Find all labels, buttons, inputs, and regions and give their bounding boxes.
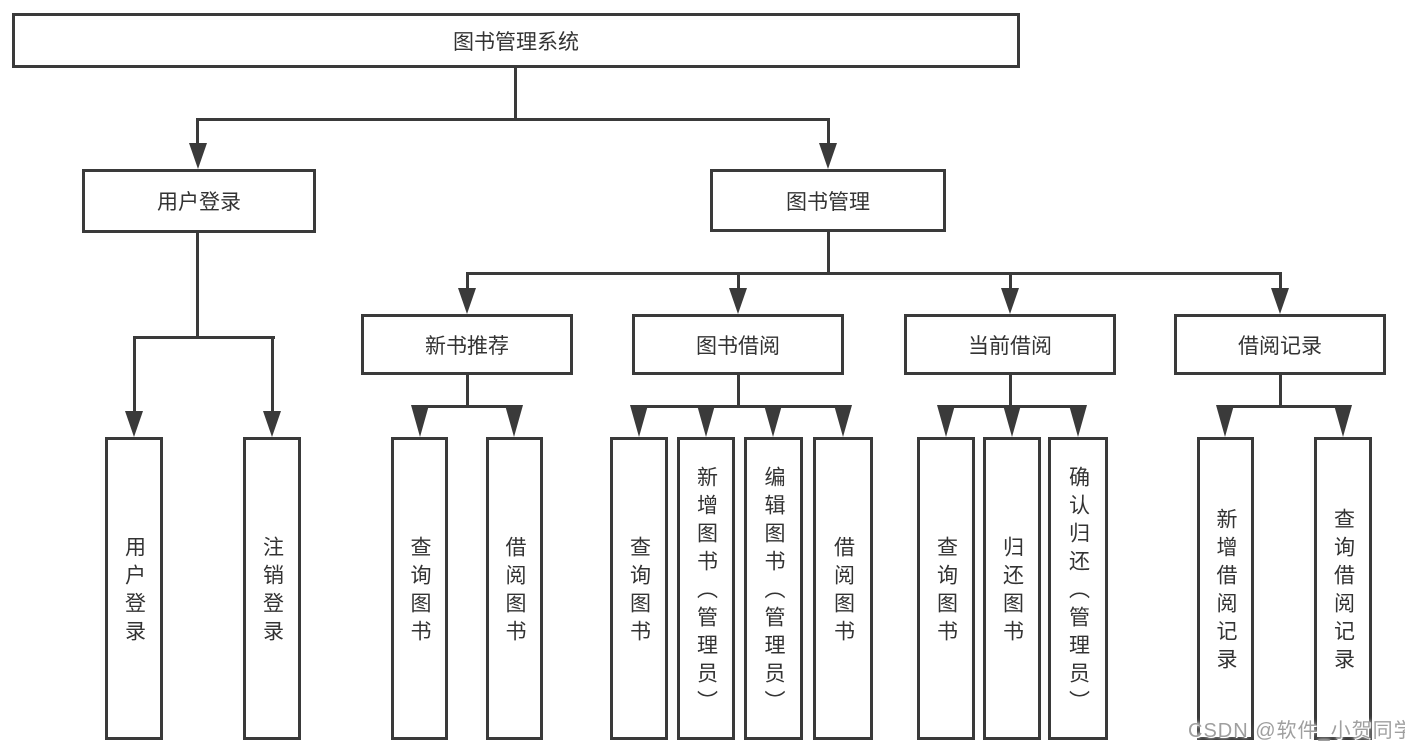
leaf-return-books: 归还图书 [983, 437, 1041, 740]
leaf-add-books-admin: 新增图书（管理员） [677, 437, 735, 740]
leaf-edit-books-admin: 编辑图书（管理员） [744, 437, 803, 740]
connector-line [271, 336, 274, 413]
arrowhead-down-icon [834, 405, 852, 437]
connector-line [737, 375, 740, 408]
connector-line [827, 118, 830, 146]
connector-line [638, 405, 846, 408]
leaf-current-query-books: 查询图书 [917, 437, 975, 740]
arrowhead-down-icon [1001, 288, 1019, 314]
connector-line [419, 405, 516, 408]
arrowhead-down-icon [505, 405, 523, 437]
connector-line [466, 272, 469, 292]
arrowhead-down-icon [458, 288, 476, 314]
connector-line [1009, 272, 1012, 292]
arrowhead-down-icon [125, 411, 143, 437]
arrowhead-down-icon [411, 405, 429, 437]
arrowhead-down-icon [819, 143, 837, 169]
arrowhead-down-icon [937, 405, 955, 437]
node-root-system: 图书管理系统 [12, 13, 1020, 68]
arrowhead-down-icon [1216, 405, 1234, 437]
node-new-book-recommend: 新书推荐 [361, 314, 573, 375]
connector-line [1279, 375, 1282, 408]
connector-line [1009, 375, 1012, 408]
node-borrowing-records: 借阅记录 [1174, 314, 1386, 375]
node-current-borrowing: 当前借阅 [904, 314, 1116, 375]
connector-line [196, 118, 830, 121]
arrowhead-down-icon [1003, 405, 1021, 437]
connector-line [737, 272, 740, 292]
leaf-logout: 注销登录 [243, 437, 301, 740]
csdn-watermark: CSDN @软件_小贺同学 [1188, 720, 1405, 742]
node-book-borrowing: 图书借阅 [632, 314, 844, 375]
leaf-borrow-query-books: 查询图书 [610, 437, 668, 740]
connector-line [133, 336, 136, 413]
arrowhead-down-icon [729, 288, 747, 314]
arrowhead-down-icon [1271, 288, 1289, 314]
leaf-borrow-books: 借阅图书 [813, 437, 873, 740]
connector-line [1224, 405, 1346, 408]
arrowhead-down-icon [764, 405, 782, 437]
connector-line [1279, 272, 1282, 292]
connector-line [827, 232, 830, 274]
arrowhead-down-icon [189, 143, 207, 169]
arrowhead-down-icon [1334, 405, 1352, 437]
arrowhead-down-icon [697, 405, 715, 437]
connector-line [466, 272, 1282, 275]
leaf-confirm-return-admin: 确认归还（管理员） [1048, 437, 1108, 740]
leaf-query-borrow-record: 查询借阅记录 [1314, 437, 1372, 740]
connector-line [133, 336, 275, 339]
arrowhead-down-icon [630, 405, 648, 437]
leaf-newrec-query-books: 查询图书 [391, 437, 448, 740]
connector-line [196, 233, 199, 338]
arrowhead-down-icon [263, 411, 281, 437]
leaf-add-borrow-record: 新增借阅记录 [1197, 437, 1254, 740]
node-book-management: 图书管理 [710, 169, 946, 232]
connector-line [514, 68, 517, 121]
connector-line [466, 375, 469, 408]
node-user-login: 用户登录 [82, 169, 316, 233]
arrowhead-down-icon [1069, 405, 1087, 437]
leaf-user-login: 用户登录 [105, 437, 163, 740]
connector-line [196, 118, 199, 146]
leaf-newrec-borrow-books: 借阅图书 [486, 437, 543, 740]
